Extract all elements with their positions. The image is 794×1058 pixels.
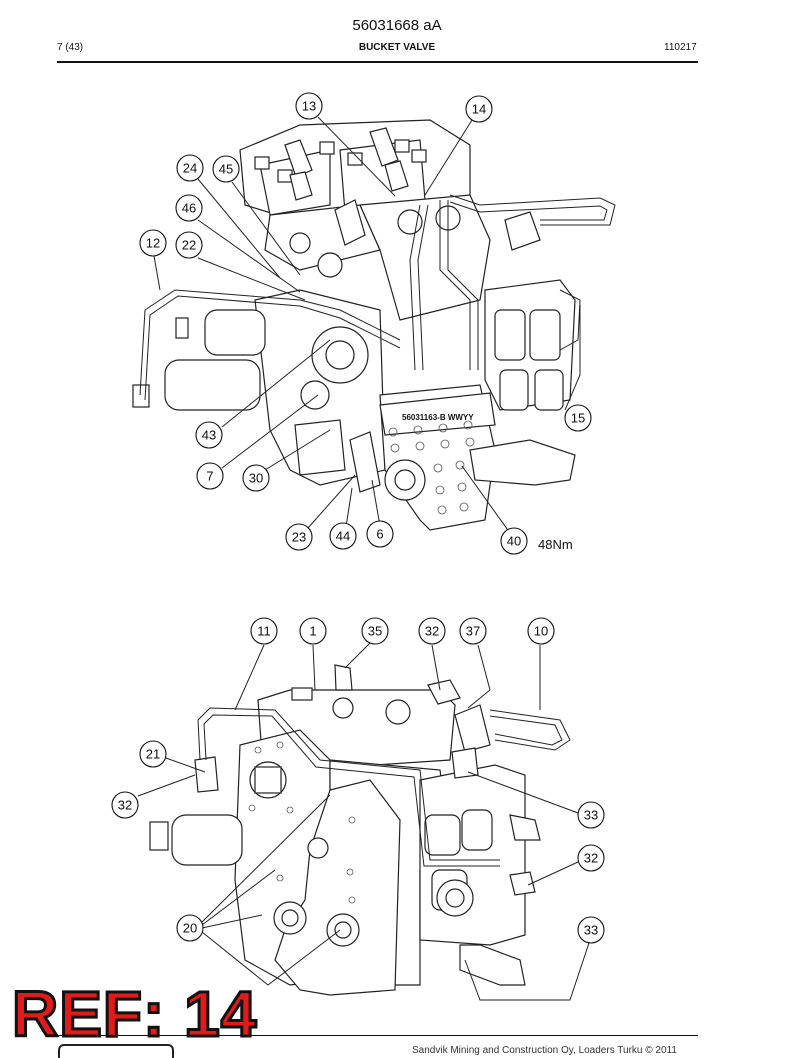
svg-text:15: 15	[571, 411, 585, 426]
svg-text:10: 10	[534, 624, 548, 639]
svg-text:35: 35	[368, 624, 382, 639]
document-number: 56031668 aA	[352, 17, 442, 34]
callout-23: 23	[285, 523, 313, 551]
callout-35: 35	[361, 617, 389, 645]
svg-text:6: 6	[376, 527, 383, 542]
callout-11: 11	[250, 617, 278, 645]
svg-text:20: 20	[183, 921, 197, 936]
svg-text:23: 23	[292, 530, 306, 545]
callout-21: 21	[139, 740, 167, 768]
svg-text:21: 21	[146, 747, 160, 762]
callout-40: 40	[500, 527, 528, 555]
svg-text:7: 7	[206, 469, 213, 484]
svg-text:13: 13	[302, 99, 316, 114]
callout-33-lower: 33	[577, 916, 605, 944]
callout-37: 37	[459, 617, 487, 645]
svg-text:46: 46	[182, 201, 196, 216]
svg-text:43: 43	[202, 428, 216, 443]
callout-32-left: 32	[111, 791, 139, 819]
revision-date: 110217	[664, 42, 697, 53]
callout-43: 43	[195, 421, 223, 449]
svg-text:12: 12	[146, 236, 160, 251]
svg-text:11: 11	[257, 624, 271, 639]
sheet-title: BUCKET VALVE	[358, 42, 436, 53]
torque-label: 48Nm	[538, 537, 573, 552]
footer-copyright: Sandvik Mining and Construction Oy, Load…	[412, 1045, 677, 1056]
footer-rule	[57, 1035, 698, 1036]
svg-text:24: 24	[183, 161, 197, 176]
callout-24: 24	[176, 154, 204, 182]
callout-6: 6	[366, 520, 394, 548]
svg-text:40: 40	[507, 534, 521, 549]
svg-text:32: 32	[118, 798, 132, 813]
callout-46: 46	[175, 194, 203, 222]
callout-33-upper: 33	[577, 801, 605, 829]
upper-callouts: 13 14 24 45 46 12 22 15 43 7 30 23 44 6 …	[139, 92, 592, 555]
svg-text:32: 32	[425, 624, 439, 639]
svg-text:37: 37	[466, 624, 480, 639]
upper-valve-drawing: 56031163-B WWYY	[132, 116, 616, 534]
svg-text:44: 44	[336, 529, 350, 544]
callout-44: 44	[329, 522, 357, 550]
callout-20: 20	[176, 914, 204, 942]
callout-1: 1	[299, 617, 327, 645]
callout-12: 12	[139, 229, 167, 257]
svg-text:45: 45	[219, 162, 233, 177]
callout-45: 45	[212, 155, 240, 183]
header-rule	[57, 61, 698, 63]
company-logo	[58, 1044, 174, 1058]
callout-13: 13	[295, 92, 323, 120]
svg-text:32: 32	[584, 851, 598, 866]
plate-marking: 56031163-B WWYY	[402, 413, 474, 422]
svg-text:14: 14	[472, 102, 486, 117]
callout-15: 15	[564, 404, 592, 432]
svg-text:33: 33	[584, 808, 598, 823]
ref-stamp: REF: 14	[10, 978, 258, 1050]
svg-text:22: 22	[182, 238, 196, 253]
lower-valve-drawing	[137, 642, 591, 1001]
svg-text:1: 1	[309, 624, 316, 639]
callout-14: 14	[465, 95, 493, 123]
callout-7: 7	[196, 462, 224, 490]
lower-callouts: 11 1 35 32 37 10 21 32 33 32 20 33	[111, 617, 605, 944]
callout-10: 10	[527, 617, 555, 645]
callout-30: 30	[242, 464, 270, 492]
callout-22: 22	[175, 231, 203, 259]
callout-32-top: 32	[418, 617, 446, 645]
svg-text:33: 33	[584, 923, 598, 938]
svg-text:30: 30	[249, 471, 263, 486]
callout-32-right: 32	[577, 844, 605, 872]
page-count: 7 (43)	[57, 42, 84, 53]
